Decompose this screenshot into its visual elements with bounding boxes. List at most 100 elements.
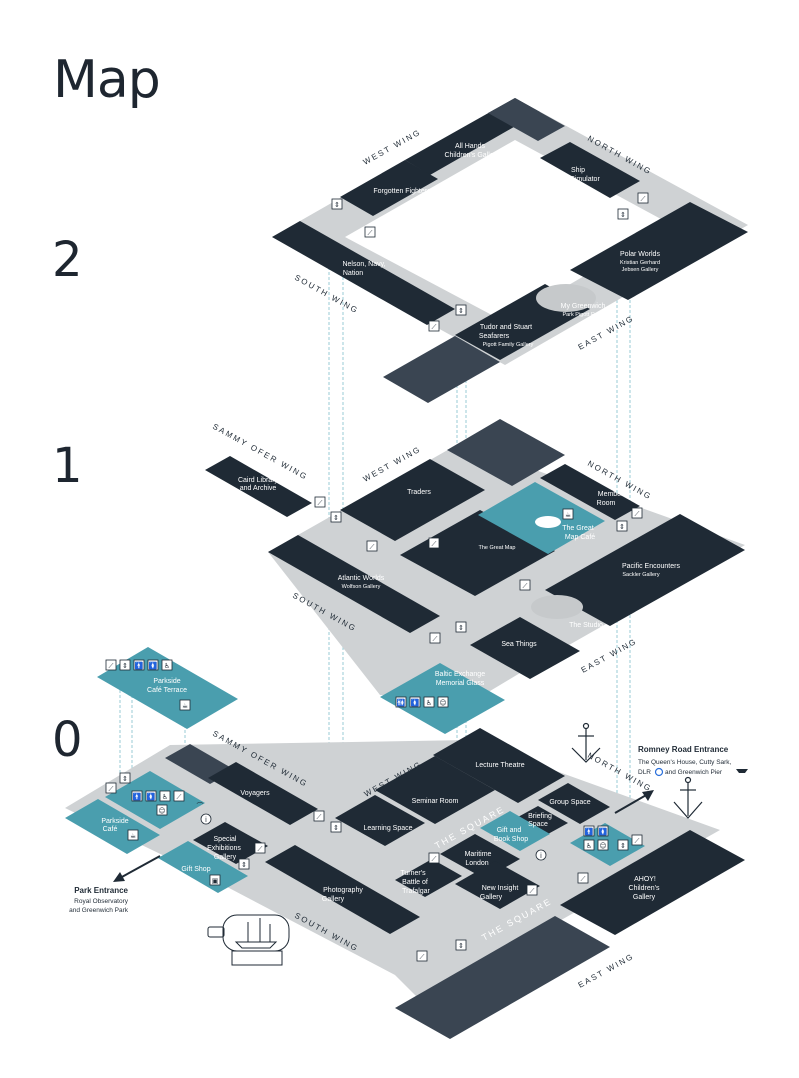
svg-text:⟋: ⟋ (420, 953, 425, 961)
gift-shop[interactable] (158, 841, 248, 893)
tudor-label-2: Seafarers (479, 333, 510, 340)
ahoy-childrens-gallery[interactable] (560, 830, 745, 935)
svg-text:⟋: ⟋ (432, 855, 437, 863)
my-greenwich-label-1: My Greenwich (561, 303, 606, 310)
photography-gallery[interactable] (265, 845, 420, 934)
turners-trafalgar-gallery[interactable] (395, 859, 462, 897)
pacific-encounters-gallery[interactable] (545, 514, 745, 626)
cafe-icon: ☕ (127, 829, 139, 841)
toilet-icon: 🚺 (597, 825, 609, 837)
romney-title: Romney Road Entrance (638, 745, 729, 754)
svg-text:♿: ♿ (162, 793, 168, 801)
stairs-icon: ⟋ (631, 507, 643, 519)
stairs-icon: ⟋ (428, 852, 440, 864)
special-exhibitions-gallery[interactable] (193, 822, 268, 864)
floor-1-label: 1 (52, 438, 83, 494)
members-room[interactable] (540, 464, 640, 520)
park-entrance[interactable]: Park Entrance Royal Observatory and Gree… (69, 855, 161, 914)
stairs-icon: ⟋ (366, 540, 378, 552)
accessible-toilet-icon: ♿ (161, 659, 173, 671)
tudor-label-3: Pigott Family Gallery (483, 342, 534, 348)
seminar-room[interactable] (375, 756, 495, 824)
baby-change-icon: ☺ (437, 696, 449, 708)
stairs-icon: ⟋ (364, 226, 376, 238)
sea-things-gallery[interactable] (470, 617, 580, 679)
learning-space[interactable] (335, 795, 425, 846)
pacific-label-1: Pacific Encounters (622, 563, 680, 570)
romney-line-2: DLR (638, 769, 651, 776)
svg-text:⟋: ⟋ (523, 582, 528, 590)
parkside-cafe-terrace[interactable] (97, 647, 238, 729)
forgotten-fighters-gallery[interactable] (340, 160, 438, 216)
park-title: Park Entrance (74, 886, 128, 895)
ship-simulator[interactable] (540, 142, 640, 198)
parkside-cafe-label-2: Café (103, 826, 118, 833)
great-map-cafe-label-1: The Great (562, 525, 594, 532)
svg-text:♿: ♿ (426, 699, 432, 707)
romney-road-entrance[interactable]: Romney Road Entrance The Queen's House, … (614, 745, 748, 814)
traders-gallery[interactable] (340, 459, 485, 541)
lift-icon: ⇕ (331, 198, 343, 210)
svg-text:🚹: 🚹 (133, 792, 142, 801)
caird-library[interactable] (205, 456, 312, 517)
atlantic-label-1: Atlantic Worlds (338, 575, 385, 582)
svg-text:⟋: ⟋ (635, 510, 640, 518)
svg-text:⟋: ⟋ (581, 875, 586, 883)
cloakroom-icon: ⌒ (197, 802, 204, 810)
the-studio[interactable] (531, 595, 583, 619)
nelson-navy-nation-gallery[interactable] (272, 221, 455, 325)
baltic-label-2: Memorial Glass (436, 680, 485, 687)
svg-text:⟋: ⟋ (530, 887, 535, 895)
svg-text:☺: ☺ (599, 842, 606, 850)
anchor-icon (673, 776, 703, 819)
svg-text:☕: ☕ (565, 511, 571, 519)
svg-text:⟋: ⟋ (370, 543, 375, 551)
maritime-label-2: London (465, 860, 488, 867)
lift-icon: ⇕ (119, 772, 131, 784)
toilet-icon: 🚺 (409, 696, 421, 708)
svg-text:⟋: ⟋ (177, 793, 182, 801)
ship-simulator-label-2: Simulator (570, 176, 600, 183)
my-greenwich-room[interactable] (536, 284, 596, 312)
accessible-toilet-icon: ♿ (159, 790, 171, 802)
svg-text:⇕: ⇕ (620, 211, 626, 219)
polar-label-1: Polar Worlds (620, 251, 660, 258)
cafe-icon: ☕ (562, 508, 574, 520)
nelson-label-1: Nelson, Navy, (342, 261, 385, 268)
svg-text:♿: ♿ (164, 662, 170, 670)
polar-worlds-gallery[interactable] (570, 202, 748, 300)
new-insight-gallery[interactable] (455, 861, 540, 909)
lift-icon: ⇕ (455, 621, 467, 633)
traders-label: Traders (407, 489, 431, 496)
svg-text:⇕: ⇕ (122, 775, 128, 783)
atlantic-worlds-gallery[interactable] (268, 535, 440, 633)
svg-text:⇕: ⇕ (334, 201, 340, 209)
stairs-icon: ⟋ (173, 790, 185, 802)
gift-and-book-shop[interactable] (480, 811, 550, 851)
members-label-1: Members' (598, 491, 629, 498)
special-label-3: Gallery (214, 854, 237, 861)
briefing-space[interactable] (518, 806, 568, 834)
stairs-icon: ⟋ (637, 192, 649, 204)
f2-bottom-room (383, 336, 500, 403)
ahoy-label-1: AHOY! (634, 876, 656, 883)
voyagers-gallery[interactable] (208, 762, 318, 825)
group-space[interactable] (538, 783, 610, 824)
group-space-label: Group Space (549, 799, 590, 806)
shop-icon: ▣ (209, 874, 221, 886)
ship-simulator-label-1: Ship (571, 167, 585, 174)
svg-text:🚺: 🚺 (147, 792, 156, 801)
svg-text:⟋: ⟋ (432, 323, 437, 331)
all-hands-label-2: Children's Gallery (444, 152, 500, 159)
romney-line-1: The Queen's House, Cutty Sark, (638, 759, 732, 766)
stairs-icon: ⟋ (105, 782, 117, 794)
svg-text:🚻: 🚻 (397, 698, 406, 707)
stairs-icon: ⟋ (428, 320, 440, 332)
park-line-1: Royal Observatory (74, 898, 129, 905)
lecture-theatre[interactable] (433, 728, 565, 803)
svg-text:⟋: ⟋ (317, 813, 322, 821)
svg-text:☺: ☺ (158, 807, 165, 815)
photography-label-1: Photography (323, 887, 363, 894)
svg-text:⌒: ⌒ (197, 802, 204, 810)
